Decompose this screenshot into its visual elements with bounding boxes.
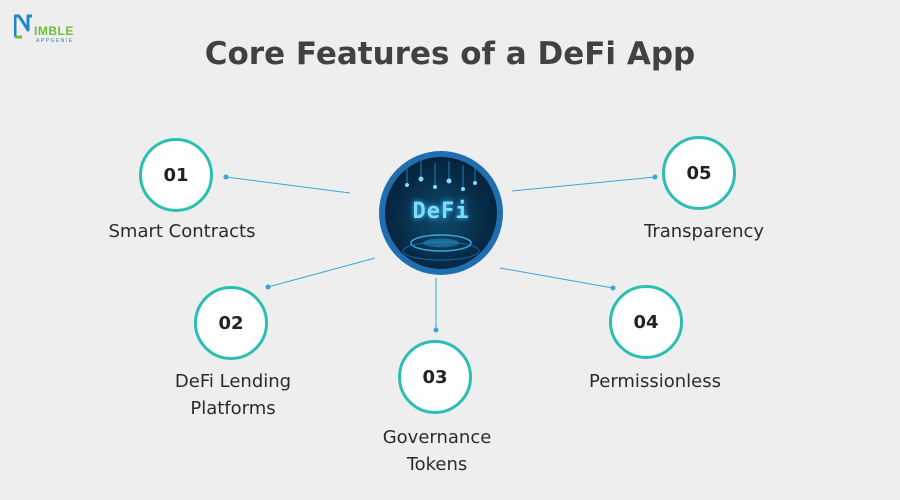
feature-number: 02 bbox=[218, 312, 244, 334]
feature-label-03: Governance Tokens bbox=[347, 424, 527, 478]
connector-dot-01 bbox=[223, 174, 229, 180]
page-title: Core Features of a DeFi App bbox=[204, 36, 696, 72]
feature-label-02: DeFi Lending Platforms bbox=[143, 368, 323, 422]
feature-number: 01 bbox=[163, 164, 189, 186]
connector-dot-03 bbox=[433, 327, 439, 333]
feature-circle-05: 05 bbox=[662, 136, 736, 210]
feature-label-line: Permissionless bbox=[589, 371, 721, 392]
connector-dot-05 bbox=[652, 174, 658, 180]
logo-name: IMBLE bbox=[34, 24, 74, 38]
feature-label-04: Permissionless bbox=[555, 368, 755, 395]
feature-circle-02: 02 bbox=[194, 286, 268, 360]
defi-hub-image: DeFi bbox=[385, 157, 497, 269]
connector-dot-02 bbox=[265, 284, 271, 290]
connector-02 bbox=[267, 257, 376, 288]
feature-label-01: Smart Contracts bbox=[92, 218, 272, 245]
feature-label-line: Governance bbox=[382, 427, 492, 448]
feature-circle-03: 03 bbox=[398, 340, 472, 414]
feature-label-line: Smart Contracts bbox=[108, 221, 256, 242]
feature-label-line: Platforms bbox=[190, 398, 276, 419]
logo-tagline: APPGENIE bbox=[36, 38, 74, 44]
feature-label-line: DeFi Lending bbox=[174, 371, 292, 392]
hub-label: DeFi bbox=[412, 199, 470, 224]
feature-number: 05 bbox=[686, 162, 712, 184]
feature-label-line: Transparency bbox=[643, 221, 765, 242]
feature-circle-04: 04 bbox=[609, 285, 683, 359]
feature-label-05: Transparency bbox=[614, 218, 794, 245]
defi-hub: DeFi bbox=[379, 151, 503, 275]
brand-logo: IMBLE APPGENIE bbox=[14, 10, 84, 44]
network-icon bbox=[402, 161, 480, 261]
feature-circle-01: 01 bbox=[139, 138, 213, 212]
connector-04 bbox=[499, 267, 614, 289]
feature-label-line: Tokens bbox=[406, 454, 468, 475]
connector-05 bbox=[511, 176, 656, 192]
logo-n-icon bbox=[14, 14, 32, 39]
connector-dot-04 bbox=[610, 285, 616, 291]
connector-01 bbox=[225, 176, 351, 194]
feature-number: 03 bbox=[422, 366, 448, 388]
feature-number: 04 bbox=[633, 311, 659, 333]
